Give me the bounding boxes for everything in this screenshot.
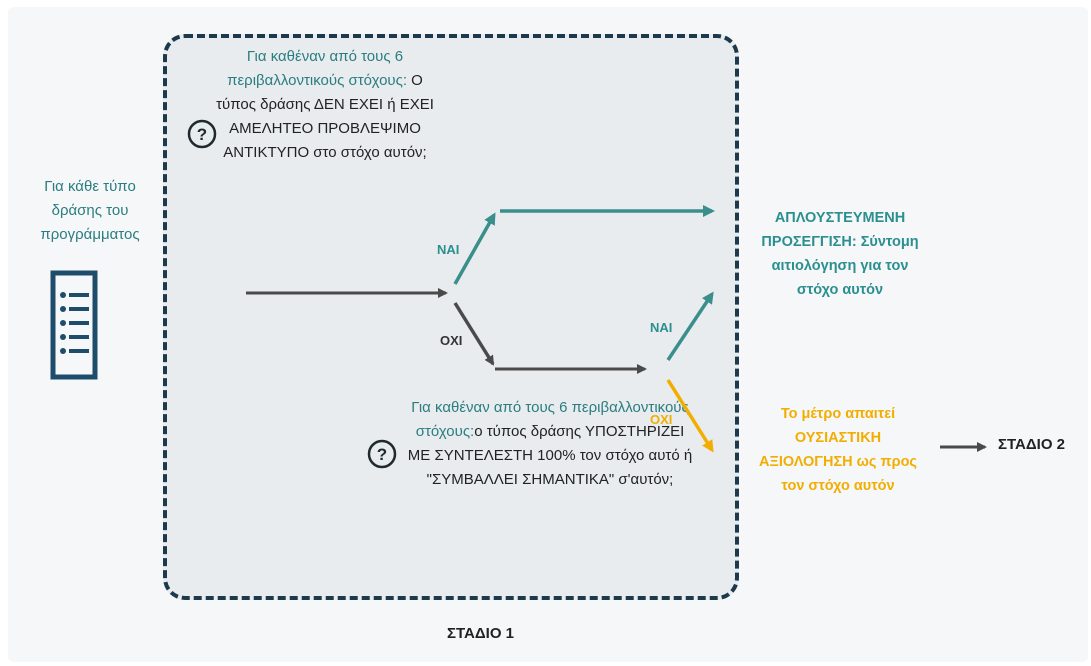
question-circle-icon: ? (187, 119, 217, 149)
yes1-arrow (453, 212, 496, 285)
question2-lead: Για καθέναν από τους 6 περιβαλλοντικούς … (411, 399, 689, 440)
edge-label-yes1: ΝΑΙ (437, 242, 460, 257)
no1-arrow (453, 302, 495, 366)
yes2-arrow (666, 291, 714, 361)
question-negligible-impact: Για καθέναν από τους 6 περιβαλλοντικούς … (215, 45, 435, 165)
action-type-label: Για κάθε τύπο δράσης του προγράμματος (40, 178, 140, 243)
result-substantive-assessment: Το μέτρο απαιτεί ΟΥΣΙΑΣΤΙΚΗ ΑΞΙΟΛΟΓΗΣΗ ω… (759, 406, 917, 494)
edge-label-no1: ΟΧΙ (440, 333, 463, 348)
no2-arrow (666, 379, 714, 453)
edge-label-yes2: ΝΑΙ (650, 320, 673, 335)
svg-text:?: ? (197, 125, 207, 144)
question1-lead: Για καθέναν από τους 6 περιβαλλοντικούς … (227, 48, 408, 89)
question1-body: Ο τύπος δράσης ΔΕΝ ΕΧΕΙ ή ΕΧΕΙ ΑΜΕΛΗΤΕΟ … (216, 72, 434, 161)
question-circle-icon: ? (367, 439, 397, 469)
svg-text:?: ? (377, 445, 387, 464)
question-substantial-contribution: Για καθέναν από τους 6 περιβαλλοντικούς … (405, 396, 695, 492)
result-simplified-approach: ΑΠΛΟΥΣΤΕΥΜΕΝΗ ΠΡΟΣΕΓΓΙΣΗ: Σύντομη αιτιολ… (761, 210, 919, 298)
stage1-label: ΣΤΑΔΙΟ 1 (447, 625, 515, 642)
question2-body: ο τύπος δράσης ΥΠΟΣΤΗΡΙΖΕΙ ΜΕ ΣΥΝΤΕΛΕΣΤΗ… (407, 423, 693, 488)
edge-label-no2: ΟΧΙ (650, 412, 673, 427)
stage1-region (163, 34, 739, 600)
stage2-label: ΣΤΑΔΙΟ 2 (998, 436, 1066, 453)
document-list-icon (50, 270, 98, 380)
